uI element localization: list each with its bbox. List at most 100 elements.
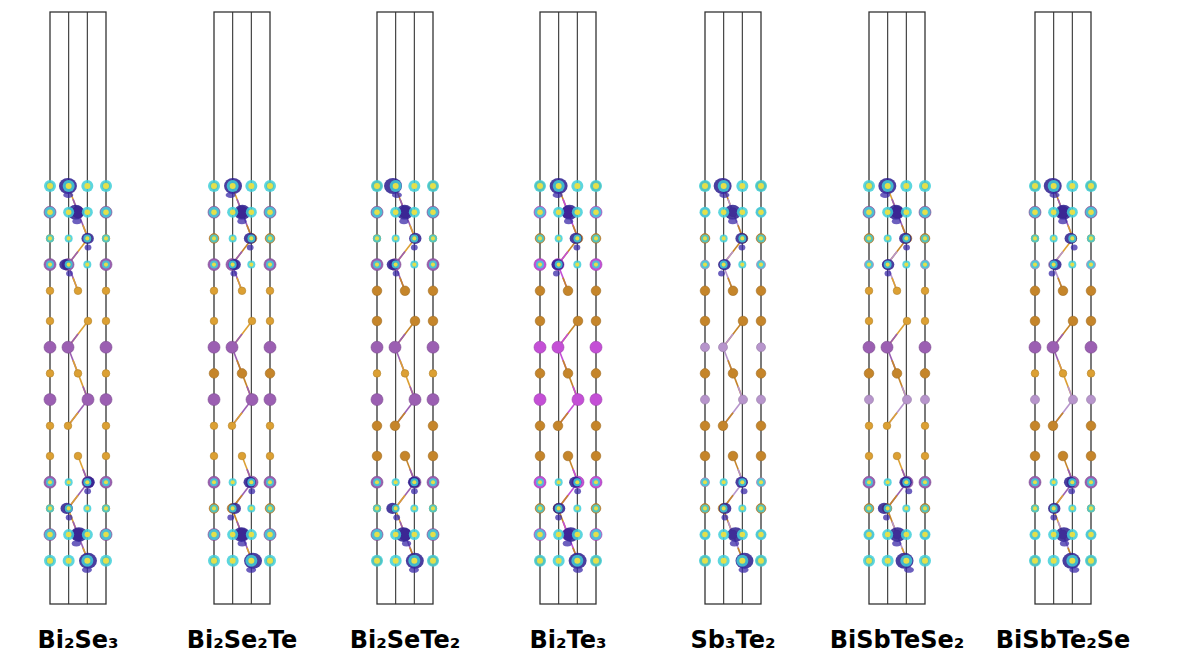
slab-structure (208, 12, 276, 604)
isosurface (739, 244, 746, 250)
isosurface-section (46, 261, 54, 269)
atom (1030, 286, 1040, 296)
isosurface-section (536, 261, 544, 269)
isosurface (408, 477, 420, 488)
isosurface (728, 218, 737, 224)
isosurface-section (592, 504, 600, 512)
atom (921, 317, 929, 325)
isosurface-section (884, 504, 892, 512)
unit-cell (540, 12, 596, 604)
atom (563, 451, 573, 461)
isosurface (735, 553, 753, 569)
isosurface-section (903, 183, 909, 189)
isosurface-section (1031, 261, 1039, 269)
unit-cell (50, 12, 106, 604)
cell-edge (577, 12, 578, 604)
isosurface-section (392, 478, 400, 486)
isosurface-section (1085, 555, 1097, 567)
isosurface-section (209, 529, 220, 540)
atom (208, 394, 220, 406)
isosurface-section (65, 504, 73, 512)
atom (265, 234, 275, 244)
isosurface-section (409, 529, 420, 540)
isosurface-section (757, 504, 765, 512)
isosurface-section (48, 506, 52, 510)
isosurface-section (575, 480, 579, 484)
atom (371, 529, 383, 541)
atom (738, 316, 748, 326)
isosurface-section (571, 555, 583, 567)
isosurface (393, 271, 400, 277)
isosurface (82, 477, 94, 488)
isosurface-section (411, 183, 417, 189)
isosurface-section (231, 506, 235, 510)
isosurface-section (536, 478, 544, 486)
isosurface-section (85, 236, 89, 240)
atom (573, 316, 583, 326)
isosurface-section (1031, 234, 1039, 242)
isosurface-section (904, 532, 910, 538)
isosurface-section (247, 261, 255, 269)
isosurface (1044, 178, 1062, 194)
atom (919, 476, 931, 488)
atom (1086, 451, 1096, 461)
isosurface-section (537, 209, 543, 215)
isosurface-section (1068, 261, 1076, 269)
isosurface-section (756, 529, 767, 540)
isosurface-section (1089, 263, 1093, 267)
isosurface-section (246, 529, 257, 540)
isosurface-section (592, 261, 600, 269)
atom (428, 316, 438, 326)
isosurface-section (904, 209, 910, 215)
isosurface-section (1087, 261, 1095, 269)
atom (390, 421, 400, 431)
isosurface-section (267, 532, 273, 538)
isosurface-section (921, 478, 929, 486)
isosurface-section (375, 236, 379, 240)
atom (1086, 421, 1096, 431)
isosurface-section (755, 555, 767, 567)
isosurface-section (557, 236, 561, 240)
isosurface-section (230, 532, 236, 538)
atom (700, 421, 710, 431)
atom (590, 476, 602, 488)
isosurface-section (211, 532, 217, 538)
atom (903, 317, 911, 325)
atom (1086, 286, 1096, 296)
isosurface-section (886, 480, 890, 484)
atom (701, 343, 710, 352)
isosurface (904, 567, 914, 573)
isosurface-section (553, 180, 565, 192)
isosurface-section (1066, 555, 1078, 567)
atom (757, 343, 766, 352)
atom (883, 422, 891, 430)
isosurface-section (390, 529, 401, 540)
isosurface-section (591, 207, 602, 218)
isosurface-section (736, 555, 748, 567)
isosurface-section (904, 236, 908, 240)
isosurface (246, 567, 256, 573)
isosurface-section (886, 263, 890, 267)
isosurface-section (1048, 555, 1060, 567)
isosurface-section (65, 261, 73, 269)
atom (44, 394, 56, 406)
isosurface (1064, 477, 1076, 488)
isosurface-section (390, 207, 401, 218)
isosurface (59, 259, 71, 270)
isosurface-section (593, 209, 599, 215)
cell-edge (87, 12, 88, 604)
isosurface-section (703, 480, 707, 484)
atom (44, 341, 56, 353)
isosurface (719, 192, 729, 198)
atom (728, 369, 738, 379)
slab-structure (1029, 12, 1097, 604)
atom (46, 370, 54, 378)
atom (893, 452, 901, 460)
isosurface-section (100, 180, 112, 192)
isosurface-section (247, 478, 255, 486)
isosurface (878, 178, 896, 194)
isosurface-section (429, 478, 437, 486)
slab-structure (863, 12, 931, 604)
isosurface (59, 178, 77, 194)
isosurface (63, 192, 73, 198)
